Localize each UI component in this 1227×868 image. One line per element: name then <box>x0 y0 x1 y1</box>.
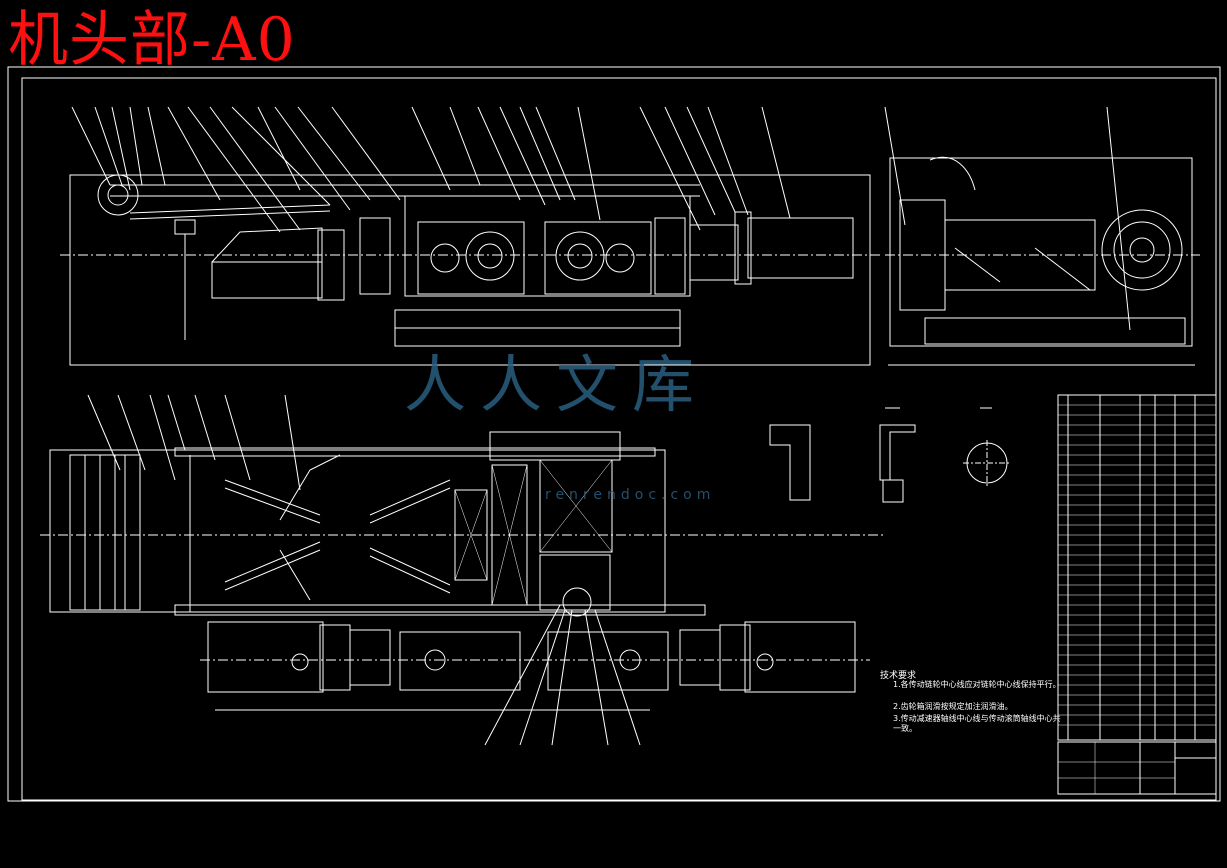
title-block <box>1057 741 1217 795</box>
drawing-title: 机头部-A0 <box>8 5 296 75</box>
watermark-text: 人人文库 <box>404 348 709 421</box>
tech-req-item: 2.齿轮箱润滑按规定加注润滑油。 <box>893 702 1013 711</box>
plan-view <box>40 431 885 617</box>
leader-lines-side <box>884 106 1131 331</box>
outer-border <box>7 66 1221 802</box>
watermark-url: renrendoc.com <box>545 487 716 503</box>
tech-req-item: 1.各传动链轮中心线应对链轮中心线保持平行。 <box>893 680 1061 689</box>
front-elevation-view <box>60 174 880 366</box>
side-elevation-view <box>885 156 1200 366</box>
tech-req-item: 3.传动减速器轴线中心线与传动滚筒轴线中心共一致。 <box>893 714 1061 733</box>
drive-unit-row <box>200 621 870 711</box>
inner-border <box>21 77 1217 801</box>
leader-lines-bottom <box>87 394 641 746</box>
parts-list-table <box>1057 394 1217 741</box>
detail-views <box>769 407 1011 503</box>
leader-lines-top <box>71 106 791 233</box>
tech-req-heading: 技术要求 <box>880 671 917 681</box>
